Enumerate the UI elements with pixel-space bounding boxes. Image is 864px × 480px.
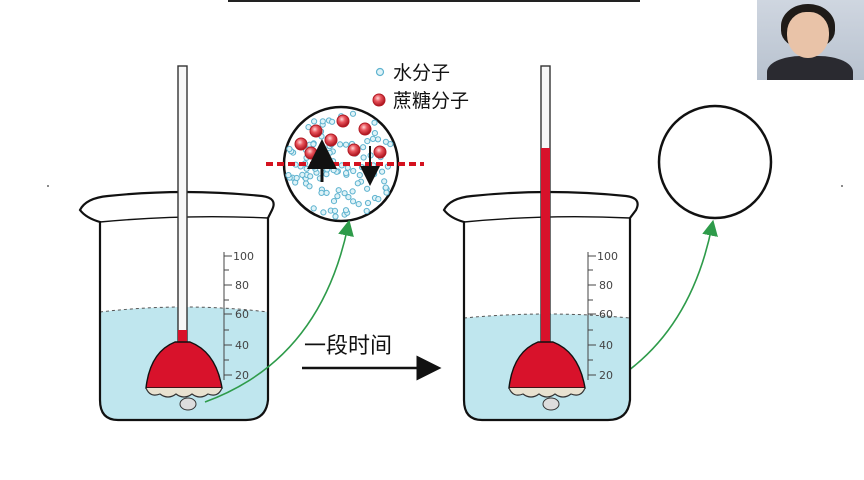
right-scale: 100 80 60 40 20 — [587, 250, 618, 382]
sucrose-molecule — [347, 143, 361, 157]
water-molecule — [356, 172, 363, 179]
left-tick-80: 80 — [235, 279, 249, 292]
right-tick-60: 60 — [599, 308, 613, 321]
right-beaker-outline — [442, 190, 639, 422]
water-molecule — [371, 130, 378, 137]
sucrose-molecule — [324, 133, 338, 147]
water-molecule — [341, 190, 348, 197]
water-molecule — [364, 138, 371, 145]
water-molecule — [306, 183, 313, 190]
sucrose-molecule — [309, 124, 323, 138]
water-molecule — [345, 194, 352, 201]
water-molecule — [369, 135, 377, 142]
water-molecule — [310, 141, 317, 148]
water-molecule — [363, 207, 370, 215]
right-tick-100: 100 — [597, 250, 618, 263]
right-tick-80: 80 — [599, 279, 613, 292]
water-molecule — [323, 189, 330, 196]
left-beaker: 100 80 60 40 20 — [78, 65, 275, 422]
left-tube — [177, 65, 188, 343]
right-tick-20: 20 — [599, 369, 613, 382]
water-molecule — [342, 207, 350, 214]
water-molecule — [349, 188, 356, 195]
webcam-overlay — [757, 0, 864, 80]
sucrose-molecule — [304, 146, 318, 160]
water-molecule — [355, 201, 362, 208]
right-beaker: 100 80 60 40 20 — [442, 65, 639, 422]
sucrose-molecule-icon — [372, 93, 386, 107]
water-molecule — [293, 174, 300, 182]
water-molecule — [354, 180, 361, 187]
left-beaker-outline — [78, 190, 275, 422]
water-molecule — [307, 173, 314, 180]
water-molecule — [342, 141, 350, 148]
water-molecule — [334, 193, 341, 200]
water-molecule — [324, 166, 331, 173]
water-molecule — [370, 168, 377, 175]
sucrose-molecule — [373, 145, 387, 159]
water-molecule — [310, 205, 317, 212]
water-molecule — [383, 189, 390, 196]
left-membrane — [145, 387, 223, 398]
left-tick-60: 60 — [235, 308, 249, 321]
water-molecule — [382, 184, 389, 191]
water-molecule — [379, 168, 386, 175]
water-molecule — [343, 170, 350, 177]
water-molecule — [350, 198, 357, 205]
water-molecule — [318, 189, 325, 196]
left-tick-100: 100 — [233, 250, 254, 263]
time-passes-label: 一段时间 — [304, 334, 392, 359]
water-molecule — [371, 119, 378, 126]
water-molecule — [349, 110, 357, 117]
water-molecule — [331, 207, 339, 214]
right-membrane — [508, 387, 586, 398]
left-tick-40: 40 — [235, 339, 249, 352]
water-molecule — [285, 172, 292, 179]
green-arrow-left — [204, 219, 354, 403]
water-molecule — [337, 141, 344, 148]
water-molecule — [335, 187, 342, 194]
sucrose-molecule — [358, 122, 372, 136]
water-molecule — [330, 198, 338, 205]
water-molecule — [320, 209, 327, 216]
water-molecule — [364, 199, 372, 207]
water-molecule — [375, 196, 382, 203]
water-molecule — [360, 144, 367, 151]
legend-sucrose-label: 蔗糖分子 — [393, 90, 469, 112]
water-molecule — [360, 154, 367, 161]
sucrose-molecule — [294, 137, 308, 151]
water-molecule — [299, 171, 306, 178]
water-molecule — [332, 213, 339, 220]
water-molecule — [381, 178, 388, 185]
left-tick-20: 20 — [235, 369, 249, 382]
legend-water-label: 水分子 — [393, 62, 450, 84]
water-molecule — [319, 118, 326, 125]
zoom-view-left — [266, 105, 424, 223]
right-tube-solution — [541, 148, 550, 344]
right-tick-40: 40 — [599, 339, 613, 352]
sucrose-molecule — [336, 114, 350, 128]
zoom-view-right-empty — [657, 104, 773, 220]
water-molecule — [303, 165, 310, 172]
water-molecule — [311, 118, 318, 125]
water-molecule-icon — [375, 67, 385, 77]
water-molecule — [382, 138, 389, 145]
water-molecule — [330, 167, 337, 174]
water-molecule — [329, 118, 336, 125]
water-molecule — [364, 185, 371, 192]
legend: 水分子 蔗糖分子 — [372, 62, 469, 112]
water-molecule — [286, 145, 293, 153]
water-molecule — [350, 167, 357, 175]
water-molecule — [326, 149, 333, 156]
water-molecule — [374, 136, 382, 143]
left-scale: 100 80 60 40 20 — [223, 250, 254, 382]
